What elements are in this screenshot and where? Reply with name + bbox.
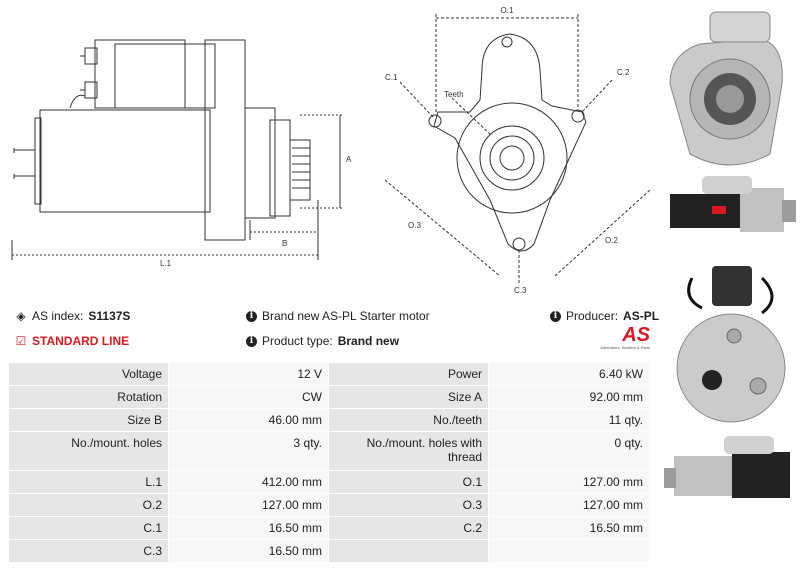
product-photo-side — [670, 176, 796, 232]
spec-value: 127.00 mm — [488, 493, 650, 517]
standard-line: ☑ STANDARD LINE — [15, 334, 130, 348]
standard-line-label: STANDARD LINE — [32, 334, 130, 348]
spec-value: 12 V — [168, 362, 329, 386]
label-o1: O.1 — [501, 6, 514, 15]
as-index-label: AS index: — [32, 309, 84, 323]
label-c1: C.1 — [385, 73, 398, 82]
spec-label: Rotation — [8, 385, 169, 409]
table-row: C.1 16.50 mm C.2 16.50 mm — [8, 516, 650, 540]
spec-value: 3 qty. — [168, 431, 329, 471]
producer: i Producer: AS-PL — [550, 309, 659, 323]
spec-value: 127.00 mm — [168, 493, 329, 517]
spec-value: 6.40 kW — [488, 362, 650, 386]
spec-value: 0 qty. — [488, 431, 650, 471]
spec-value: 11 qty. — [488, 408, 650, 432]
label-l1: L.1 — [160, 259, 172, 268]
spec-label: No./mount. holes with thread — [328, 431, 489, 471]
spec-label — [328, 539, 489, 563]
spec-value: 92.00 mm — [488, 385, 650, 409]
spec-label: C.2 — [328, 516, 489, 540]
spec-label: Power — [328, 362, 489, 386]
spec-label: L.1 — [8, 470, 169, 494]
tag-icon: ◈ — [16, 309, 26, 323]
spec-label: O.2 — [8, 493, 169, 517]
spec-label: C.1 — [8, 516, 169, 540]
logo-tagline: Alternators, Starters & Parts — [600, 345, 650, 350]
table-row: C.3 16.50 mm — [8, 539, 650, 563]
spec-label: O.1 — [328, 470, 489, 494]
table-row: Voltage 12 V Power 6.40 kW — [8, 362, 650, 386]
spec-value: 127.00 mm — [488, 470, 650, 494]
label-teeth: Teeth — [444, 90, 464, 99]
spec-label: Size A — [328, 385, 489, 409]
info-icon: i — [246, 310, 257, 322]
product-photo-front — [669, 11, 783, 166]
spec-label: Size B — [8, 408, 169, 432]
technical-drawing: O.1 C.1 C.2 Teeth O.3 O.2 C.3 A B L.1 — [11, 6, 651, 295]
table-row: Size B 46.00 mm No./teeth 11 qty. — [8, 408, 650, 432]
producer-label: Producer: — [566, 309, 619, 323]
info-icon: i — [550, 310, 561, 322]
table-row: Rotation CW Size A 92.00 mm — [8, 385, 650, 409]
product-photo-iso — [664, 436, 790, 498]
label-o2: O.2 — [605, 236, 618, 245]
spec-label: O.3 — [328, 493, 489, 517]
spec-label: Voltage — [8, 362, 169, 386]
side-view — [11, 39, 344, 260]
product-type-label: Product type: — [262, 334, 333, 348]
spec-label: No./mount. holes — [8, 431, 169, 471]
label-c3: C.3 — [514, 286, 527, 295]
label-b: B — [282, 239, 287, 248]
label-a: A — [346, 155, 352, 164]
spec-value: 46.00 mm — [168, 408, 329, 432]
spec-value: 16.50 mm — [488, 516, 650, 540]
spec-value — [488, 539, 650, 563]
spec-value: 16.50 mm — [168, 516, 329, 540]
product-description: i Brand new AS-PL Starter motor — [246, 309, 430, 323]
spec-table: Voltage 12 V Power 6.40 kW Rotation CW S… — [8, 362, 650, 563]
product-photo-rear — [676, 266, 786, 423]
as-logo: AS Alternators, Starters & Parts — [586, 325, 650, 357]
as-index-value: S1137S — [88, 309, 131, 323]
spec-label: C.3 — [8, 539, 169, 563]
info-icon: i — [246, 335, 257, 347]
spec-value: 16.50 mm — [168, 539, 329, 563]
product-type-value: Brand new — [337, 334, 400, 348]
table-row: L.1 412.00 mm O.1 127.00 mm — [8, 470, 650, 494]
spec-value: CW — [168, 385, 329, 409]
product-type: i Product type: Brand new — [246, 334, 399, 348]
table-row: O.2 127.00 mm O.3 127.00 mm — [8, 493, 650, 517]
table-row: No./mount. holes 3 qty. No./mount. holes… — [8, 431, 650, 471]
logo-mark: AS — [622, 324, 650, 346]
description-text: Brand new AS-PL Starter motor — [262, 309, 430, 323]
front-view — [384, 14, 651, 284]
spec-value: 412.00 mm — [168, 470, 329, 494]
spec-label: No./teeth — [328, 408, 489, 432]
producer-value: AS-PL — [623, 309, 660, 323]
label-c2: C.2 — [617, 68, 630, 77]
checkbox-check-icon: ☑ — [15, 334, 27, 348]
label-o3: O.3 — [408, 221, 421, 230]
as-index: ◈ AS index: S1137S — [15, 309, 130, 323]
